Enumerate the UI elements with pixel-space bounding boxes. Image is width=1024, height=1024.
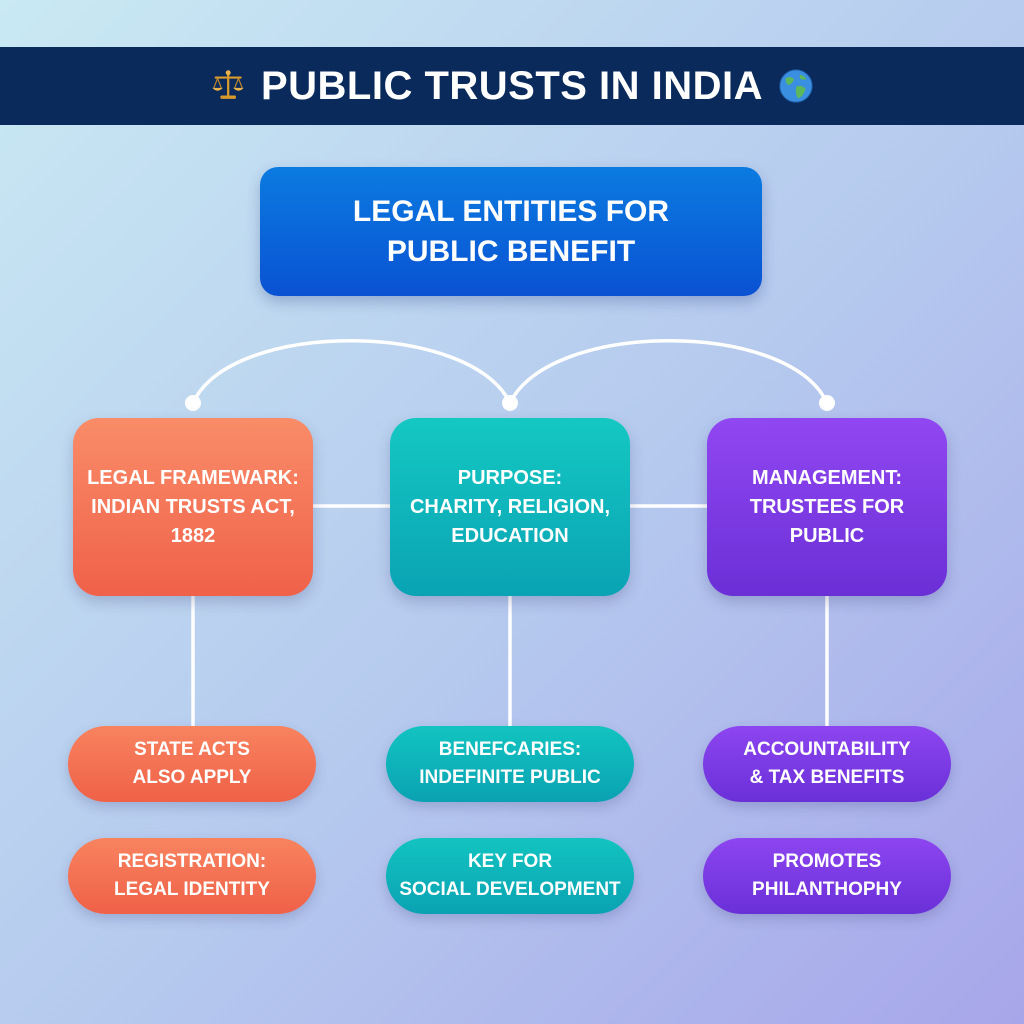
category-management: MANAGEMENT: TRUSTEES FOR PUBLIC: [707, 418, 947, 596]
detail-accountability: ACCOUNTABILITY & TAX BENEFITS: [703, 726, 951, 802]
detail-social-development: KEY FOR SOCIAL DEVELOPMENT: [386, 838, 634, 914]
node-dot-left: [185, 395, 201, 411]
scales-of-justice-icon: [212, 70, 244, 99]
root-node: LEGAL ENTITIES FOR PUBLIC BENEFIT: [260, 167, 762, 296]
title-banner: PUBLIC TRUSTS IN INDIA: [0, 47, 1024, 125]
page-title: PUBLIC TRUSTS IN INDIA: [260, 63, 764, 108]
detail-registration: REGISTRATION: LEGAL IDENTITY: [68, 838, 316, 914]
arc-right: [508, 339, 829, 405]
detail-beneficiaries: BENEFCARIES: INDEFINITE PUBLIC: [386, 726, 634, 802]
node-dot-right: [819, 395, 835, 411]
detail-philanthropy: PROMOTES PHILANTHOPHY: [703, 838, 951, 914]
arc-left: [191, 339, 512, 405]
detail-state-acts: STATE ACTS ALSO APPLY: [68, 726, 316, 802]
node-dot-center: [502, 395, 518, 411]
globe-icon: [779, 69, 813, 103]
category-legal-framework: LEGAL FRAMEWARK: INDIAN TRUSTS ACT, 1882: [73, 418, 313, 596]
category-purpose: PURPOSE: CHARITY, RELIGION, EDUCATION: [390, 418, 630, 596]
